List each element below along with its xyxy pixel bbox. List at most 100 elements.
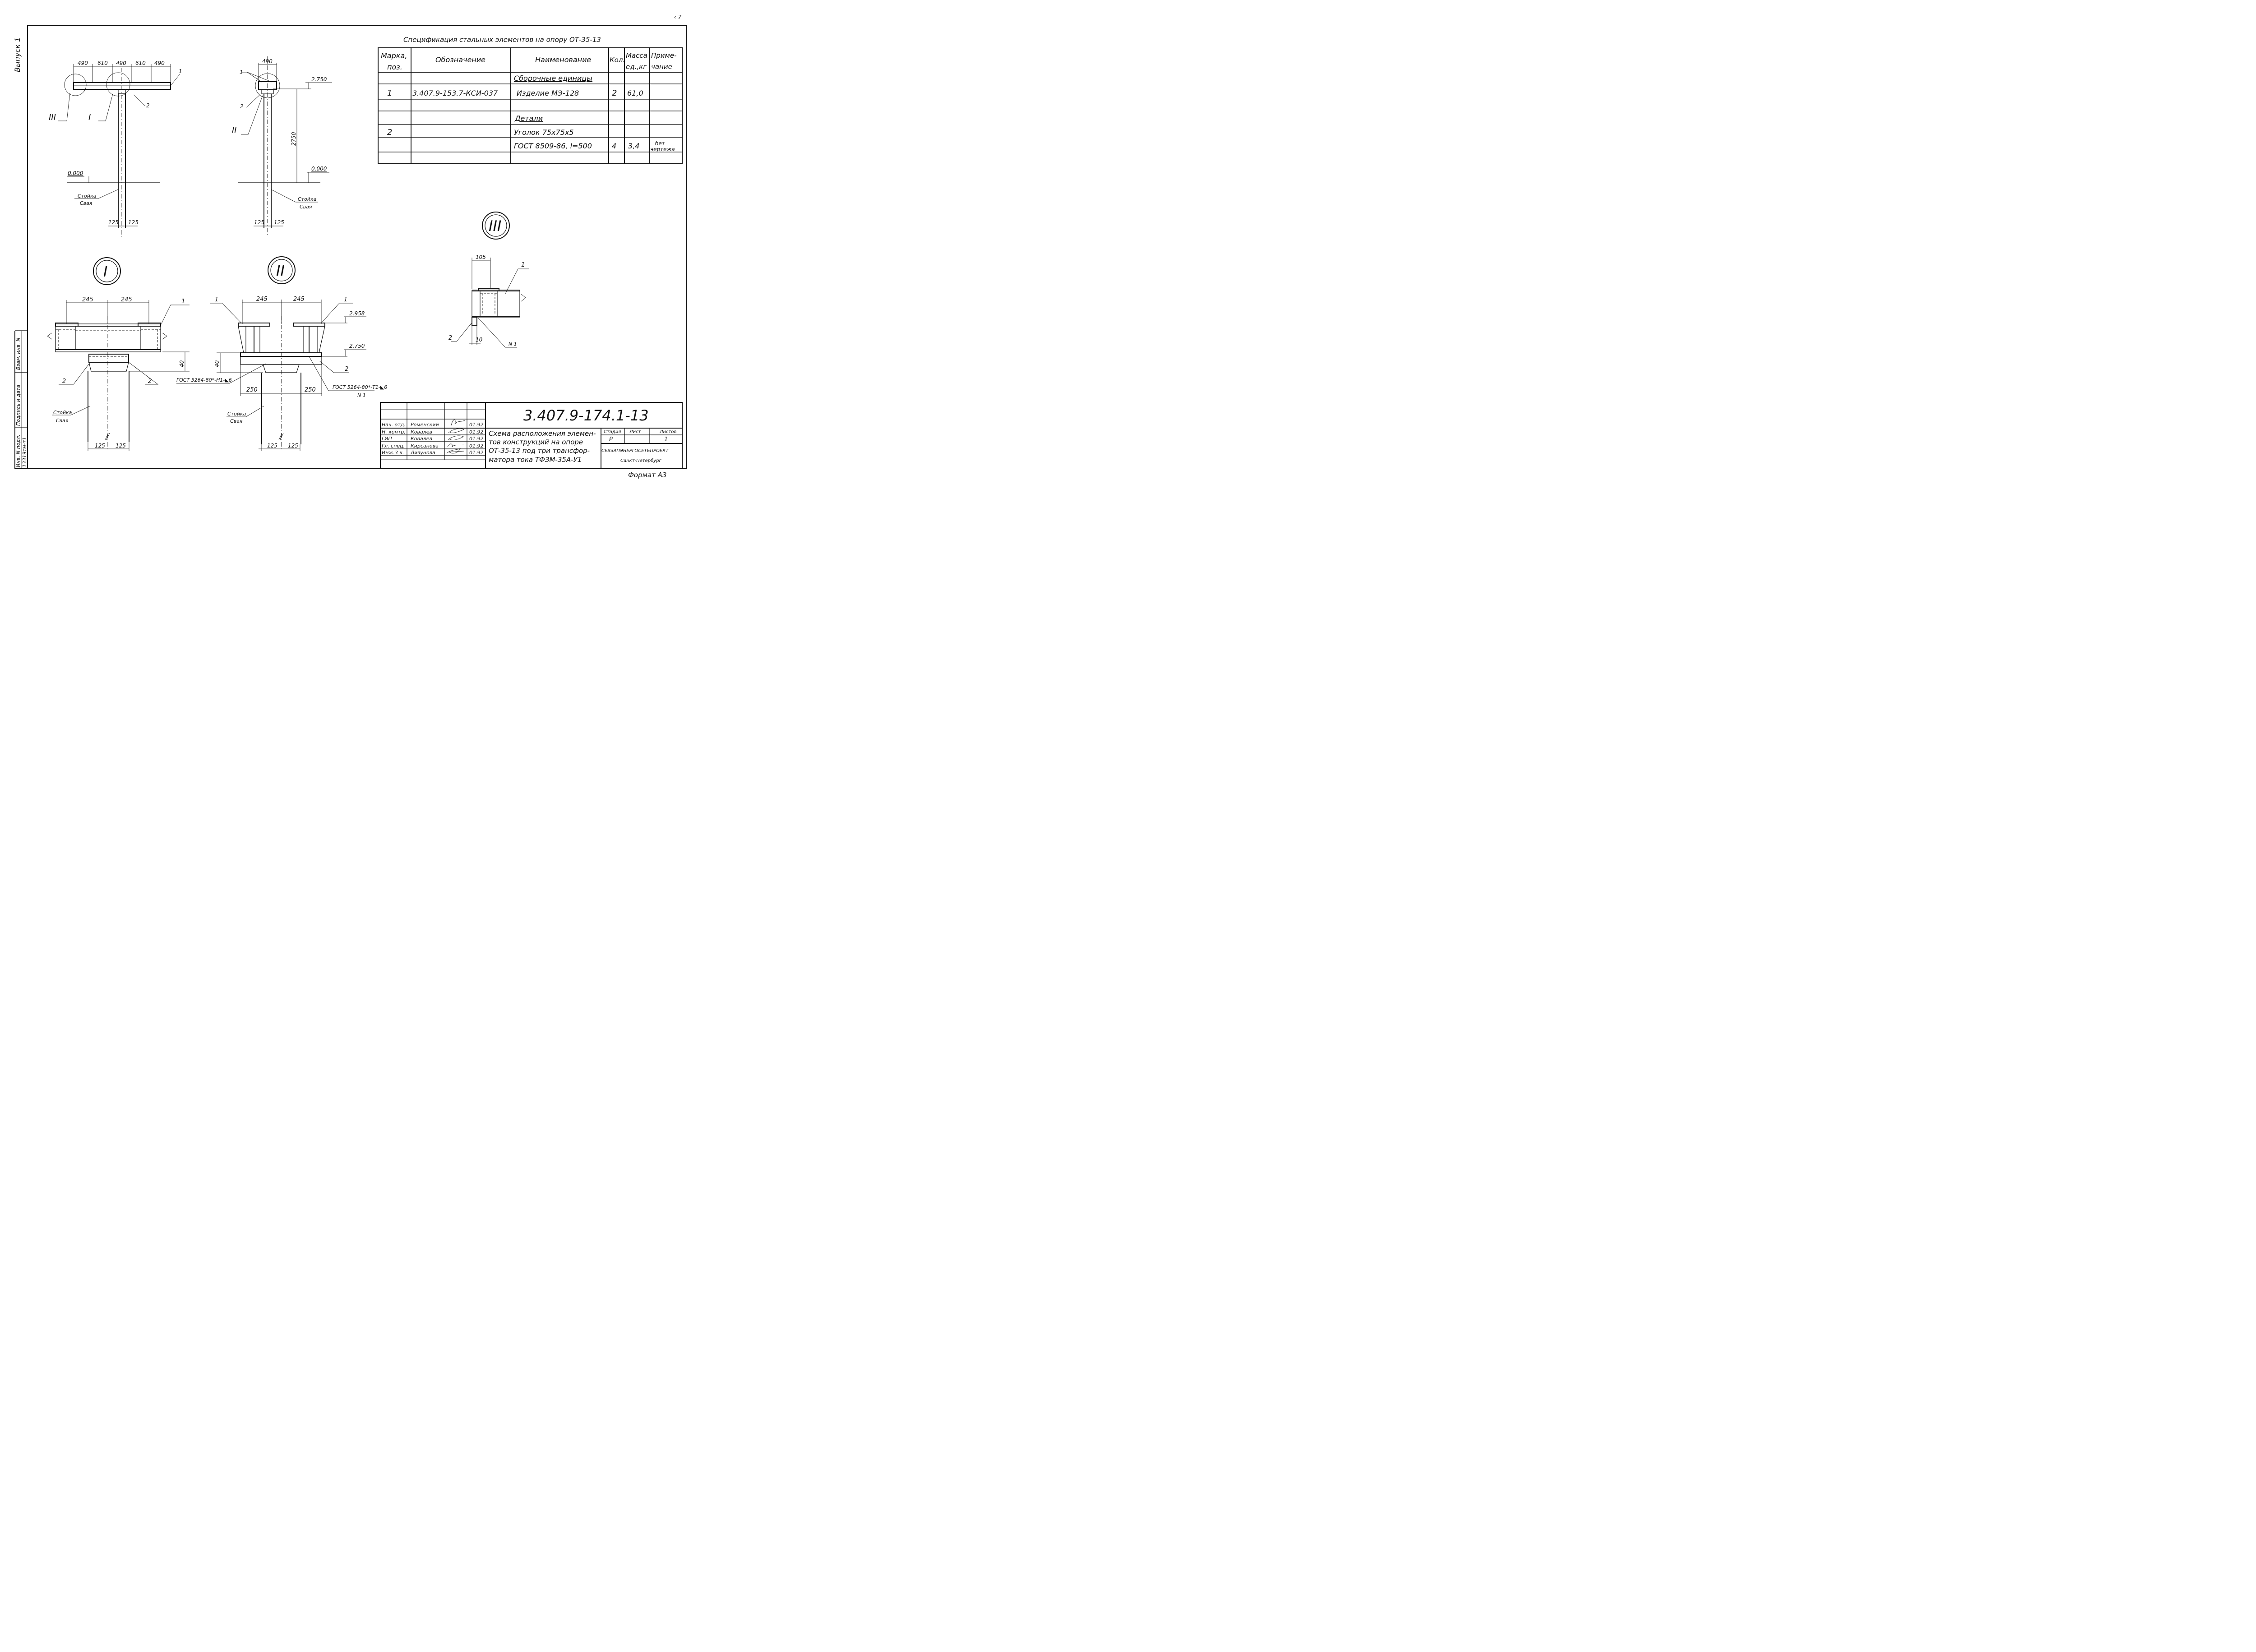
node3-pos1: 1 <box>521 262 525 268</box>
spec-row-1-designation: 3.407.9-153.7-КСИ-037 <box>412 89 498 97</box>
node-1-detail: I 245 245 40 <box>47 257 190 451</box>
drawing-sheet: ‹ 7 Выпуск 1 Формат А3 Взам. инв. N Подп… <box>13 14 687 479</box>
dim-125-front-l: 125 <box>108 219 119 226</box>
node2-dim-40: 40 <box>214 360 220 367</box>
side-inv-label: Инв. N подл. <box>15 434 21 467</box>
node2-dim-250-l: 250 <box>246 387 258 393</box>
pos1-side: 1 <box>240 69 243 75</box>
node-2-detail: II 245 245 2.958 2.750 <box>176 256 387 451</box>
dim-125-front-r: 125 <box>128 219 139 226</box>
node1-title: I <box>103 263 107 280</box>
spec-row-0-name: Сборочные единицы <box>514 74 592 83</box>
person-date-4: 01.92 <box>469 450 484 456</box>
node2-n1: N 1 <box>357 392 366 398</box>
node2-pos1-r: 1 <box>344 296 347 303</box>
pos1-front: 1 <box>179 68 182 74</box>
doc-description-3: ОТ-35-13 под три трансфор- <box>489 447 590 455</box>
spec-row-3-name: Детали <box>514 114 543 123</box>
signatures <box>446 419 465 454</box>
person-name-4: Лизунова <box>410 450 435 456</box>
dim-610-a: 610 <box>97 60 108 66</box>
spec-row-1-mark: 1 <box>387 88 392 98</box>
elev-0000-side: 0.000 <box>311 166 327 172</box>
node2-stoyka: Стойка <box>227 411 246 417</box>
node2-svaya: Свая <box>230 418 243 424</box>
callout-node2-side: II <box>232 125 237 135</box>
dim-125-side-l: 125 <box>254 219 264 226</box>
pos2-side: 2 <box>240 103 244 110</box>
node2-dim-125-l: 125 <box>267 443 277 449</box>
dim-610-b: 610 <box>135 60 146 66</box>
page-corner-mark: ‹ 7 <box>674 14 682 20</box>
spec-header-qty: Кол. <box>610 56 625 64</box>
side-stamp: Взам. инв. N Подпись и дата Инв. N подл.… <box>15 338 28 467</box>
doc-description-2: тов конструкций на опоре <box>489 438 583 446</box>
node2-dim-125-r: 125 <box>288 443 298 449</box>
node1-dim-245-l: 245 <box>82 296 93 303</box>
spec-header-mark2: поз. <box>387 63 402 71</box>
node3-n1: N 1 <box>509 341 517 347</box>
doc-code: 3.407.9-174.1-13 <box>523 407 649 424</box>
spec-header-mass: Масса <box>626 51 647 60</box>
node3-dim-10: 10 <box>476 337 483 343</box>
node2-pos1-l: 1 <box>215 296 218 303</box>
node2-dim-245-l: 245 <box>256 296 268 303</box>
node1-dim-245-r: 245 <box>121 296 132 303</box>
node2-dim-250-r: 250 <box>305 387 316 393</box>
callout-node1-front: I <box>88 113 91 122</box>
node1-dim-125-r: 125 <box>116 443 126 449</box>
sheets-value: 1 <box>664 436 668 443</box>
spec-header-note2: чание <box>651 63 672 71</box>
callout-node3-front: III <box>49 113 56 122</box>
node1-pos2-r: 2 <box>148 378 152 385</box>
label-svaya-side: Свая <box>300 204 312 210</box>
format-label: Формат А3 <box>628 471 666 479</box>
sheets-label: Листов <box>659 429 676 434</box>
elev-0000-front: 0.000 <box>68 170 83 176</box>
person-name-3: Кирсанова <box>411 443 439 449</box>
organization: СЕВЗАПЭНЕРГОСЕТЬПРОЕКТ <box>601 448 669 453</box>
label-svaya-front: Свая <box>80 200 92 206</box>
node2-elev-2958: 2.958 <box>349 310 365 317</box>
view-front-elevation: 490 610 490 610 490 III I 2 1 0.000 Стой… <box>49 60 182 237</box>
spec-header-note: Приме- <box>651 51 677 60</box>
pos2-front: 2 <box>146 102 150 109</box>
doc-description-1: Схема расположения элемен- <box>489 429 596 438</box>
side-podp-label: Подпись и дата <box>15 385 21 426</box>
spec-title: Спецификация стальных элементов на опору… <box>403 36 601 44</box>
person-date-0: 01.92 <box>469 422 484 428</box>
person-name-2: Ковалев <box>411 436 432 442</box>
person-role-1: Н. контр. <box>382 429 406 435</box>
node1-pos1: 1 <box>181 298 185 305</box>
spec-row-5-note: без <box>655 140 665 147</box>
person-name-0: Роменский <box>411 422 439 428</box>
spec-row-5-mass: 3,4 <box>628 142 639 150</box>
node2-elev-2750: 2.750 <box>349 343 365 349</box>
node1-svaya: Свая <box>56 418 69 424</box>
node2-title: II <box>276 262 285 279</box>
sheet-frame <box>14 25 687 469</box>
stage-label: Стадия <box>604 429 621 434</box>
dim-490-a: 490 <box>78 60 88 66</box>
spec-header-designation: Обозначение <box>435 55 485 64</box>
spec-header-name: Наименование <box>535 55 591 64</box>
person-date-3: 01.92 <box>469 443 484 449</box>
node1-dim-125-l: 125 <box>95 443 105 449</box>
spec-row-4-name: Уголок 75х75х5 <box>514 128 574 137</box>
person-date-2: 01.92 <box>469 436 484 442</box>
stage-value: Р <box>609 436 613 443</box>
node3-pos2: 2 <box>448 335 452 341</box>
dim-490-c: 490 <box>154 60 165 66</box>
node1-dim-40: 40 <box>179 360 185 367</box>
spec-row-4-mark: 2 <box>387 128 392 137</box>
sheet-label: Лист <box>629 429 642 434</box>
node2-pos2: 2 <box>345 366 348 373</box>
node2-dim-245-r: 245 <box>293 296 305 303</box>
city: Санкт-Петербург <box>620 458 662 463</box>
label-stoyka-side: Стойка <box>298 196 317 202</box>
person-role-2: ГИП <box>382 436 392 442</box>
person-role-3: Гл. спец. <box>382 443 405 449</box>
title-block: 3.407.9-174.1-13 Схема расположения элем… <box>380 402 683 469</box>
spec-header-mark: Марка, <box>381 51 407 60</box>
spec-header-mass2: ед.,кг <box>626 63 647 71</box>
